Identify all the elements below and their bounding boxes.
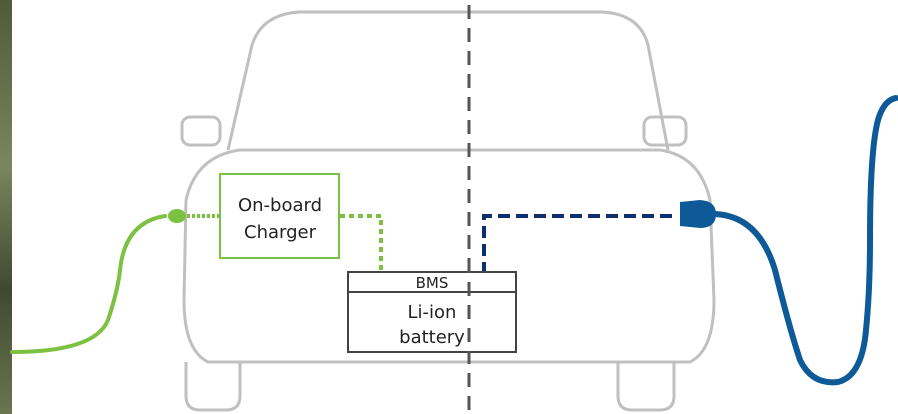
battery-label-line1: Li-ion bbox=[408, 302, 457, 323]
background-edge-texture bbox=[0, 0, 12, 414]
right-wheel bbox=[616, 362, 676, 412]
car-body bbox=[182, 148, 716, 364]
left-wheel bbox=[184, 362, 242, 412]
dc-inlet-to-bms-dashed-line bbox=[482, 214, 672, 272]
right-mirror bbox=[642, 115, 688, 147]
battery-pack-box bbox=[347, 271, 517, 353]
ac-charger-to-bms-dotted-line bbox=[340, 214, 383, 270]
dc-connector bbox=[680, 200, 716, 228]
dc-cable bbox=[709, 95, 898, 386]
battery-label-line2: battery bbox=[399, 327, 465, 348]
left-mirror bbox=[180, 115, 222, 147]
car-outline bbox=[180, 10, 716, 412]
bms-label: BMS bbox=[416, 274, 449, 292]
charger-label-line1: On-board bbox=[238, 195, 322, 216]
ac-cable bbox=[10, 214, 167, 354]
onboard-charger-box bbox=[219, 173, 340, 259]
car-roof bbox=[226, 10, 670, 151]
charger-label-line2: Charger bbox=[244, 222, 317, 243]
ac-connector bbox=[168, 209, 186, 223]
